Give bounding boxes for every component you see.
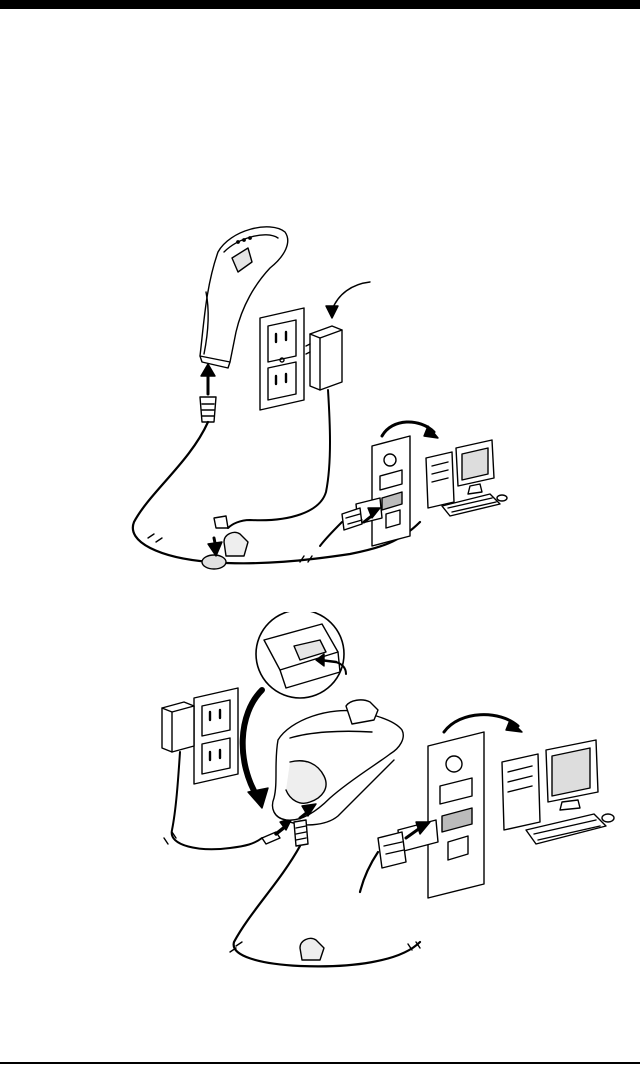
power-jack-inset-illustration <box>256 612 346 698</box>
footer-rule <box>0 1062 640 1064</box>
power-supply-illustration <box>162 702 194 752</box>
wall-outlet-illustration <box>260 308 304 410</box>
computer-illustration <box>502 740 614 844</box>
wall-outlet-illustration <box>194 688 238 784</box>
pc-port-panel-illustration <box>372 436 410 546</box>
pc-port-panel-illustration <box>428 732 484 898</box>
power-supply-illustration <box>306 326 342 390</box>
base-cable-connection-illustration <box>150 612 620 984</box>
computer-illustration <box>426 440 507 516</box>
charge-base-illustration <box>273 700 404 825</box>
scanner-cable-connection-illustration <box>120 222 510 584</box>
header-bar <box>0 0 640 9</box>
